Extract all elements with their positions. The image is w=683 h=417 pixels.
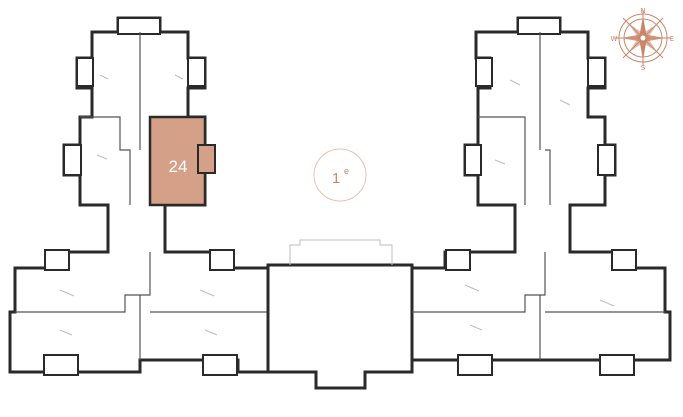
balcony <box>187 57 206 87</box>
balcony <box>63 144 82 176</box>
compass-rose-icon: N E S W <box>611 7 675 72</box>
balcony <box>202 354 238 376</box>
central-core <box>266 239 414 390</box>
unit-24-label: 24 <box>169 157 188 176</box>
balcony <box>44 249 70 271</box>
balcony <box>76 57 94 87</box>
balcony <box>117 17 161 35</box>
balcony <box>475 57 493 87</box>
floor-badge: 1 e <box>313 148 367 202</box>
balcony <box>517 17 561 35</box>
balcony <box>445 249 471 271</box>
balcony <box>464 144 482 176</box>
floor-number: 1 <box>332 170 340 187</box>
balcony <box>611 249 637 271</box>
compass-west: W <box>611 35 618 43</box>
balcony <box>457 354 493 376</box>
floor-suffix: e <box>344 166 349 176</box>
balcony <box>209 249 235 271</box>
balcony <box>587 57 606 87</box>
compass-north: N <box>640 7 645 15</box>
balcony <box>597 144 616 176</box>
balcony <box>599 354 635 376</box>
compass-south: S <box>641 64 646 72</box>
unit-24[interactable]: 24 <box>148 115 216 207</box>
compass-east: E <box>670 35 674 43</box>
balcony <box>43 354 79 376</box>
right-wing <box>410 16 672 376</box>
left-wing <box>8 16 270 376</box>
